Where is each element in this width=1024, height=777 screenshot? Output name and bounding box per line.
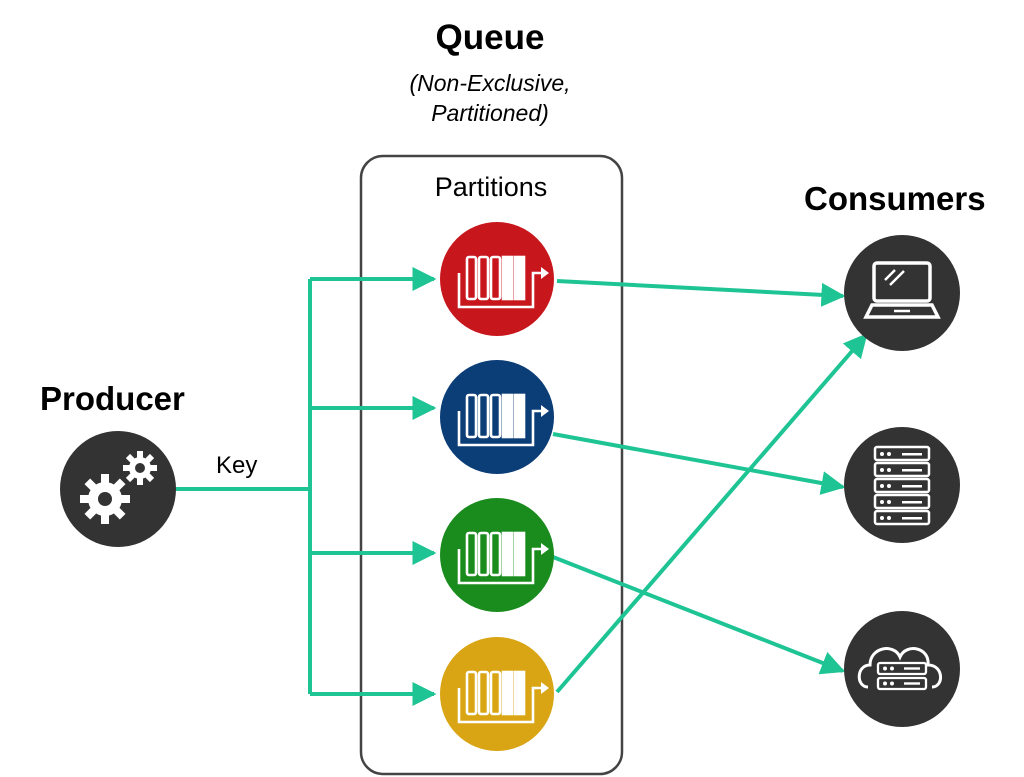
queue-box (359, 154, 624, 776)
partition-1 (440, 222, 554, 336)
server-icon (873, 445, 931, 526)
partition-4-circle (440, 637, 554, 751)
queue-title: Queue (435, 18, 545, 57)
consumer-connectors (552, 279, 868, 694)
arrow-partition-4-to-laptop (555, 333, 868, 694)
laptop-circle (844, 235, 960, 351)
producer-node (60, 431, 176, 547)
partition-2-circle (440, 360, 554, 474)
consumer-server (844, 427, 960, 543)
arrow-partition-1-to-laptop (556, 279, 846, 307)
arrow-partition-2-to-server (552, 432, 846, 495)
partition-1-circle (440, 222, 554, 336)
partition-3-circle (440, 498, 554, 612)
consumers-label: Consumers (804, 180, 986, 217)
cloud-server-icon (857, 647, 942, 691)
laptop-icon (863, 261, 941, 319)
partitions-label: Partitions (434, 172, 548, 202)
queue-icon (457, 531, 549, 585)
queue-subtitle-line2: Partitioned) (431, 100, 549, 126)
partition-3 (440, 498, 554, 612)
consumer-laptop (844, 235, 960, 351)
producer-connectors (175, 267, 437, 706)
queue-icon (457, 255, 549, 309)
queue-subtitle-line1: (Non-Exclusive, (409, 70, 571, 96)
producer-label: Producer (40, 380, 185, 417)
queue-icon (457, 670, 549, 724)
queue-icon (457, 393, 549, 447)
arrow-partition-3-to-cloud (552, 555, 846, 675)
partition-2 (440, 360, 554, 474)
consumer-cloud (844, 611, 960, 727)
cloud-circle (844, 611, 960, 727)
gears-icon (80, 451, 157, 524)
partition-4 (440, 637, 554, 751)
key-label: Key (216, 452, 258, 479)
